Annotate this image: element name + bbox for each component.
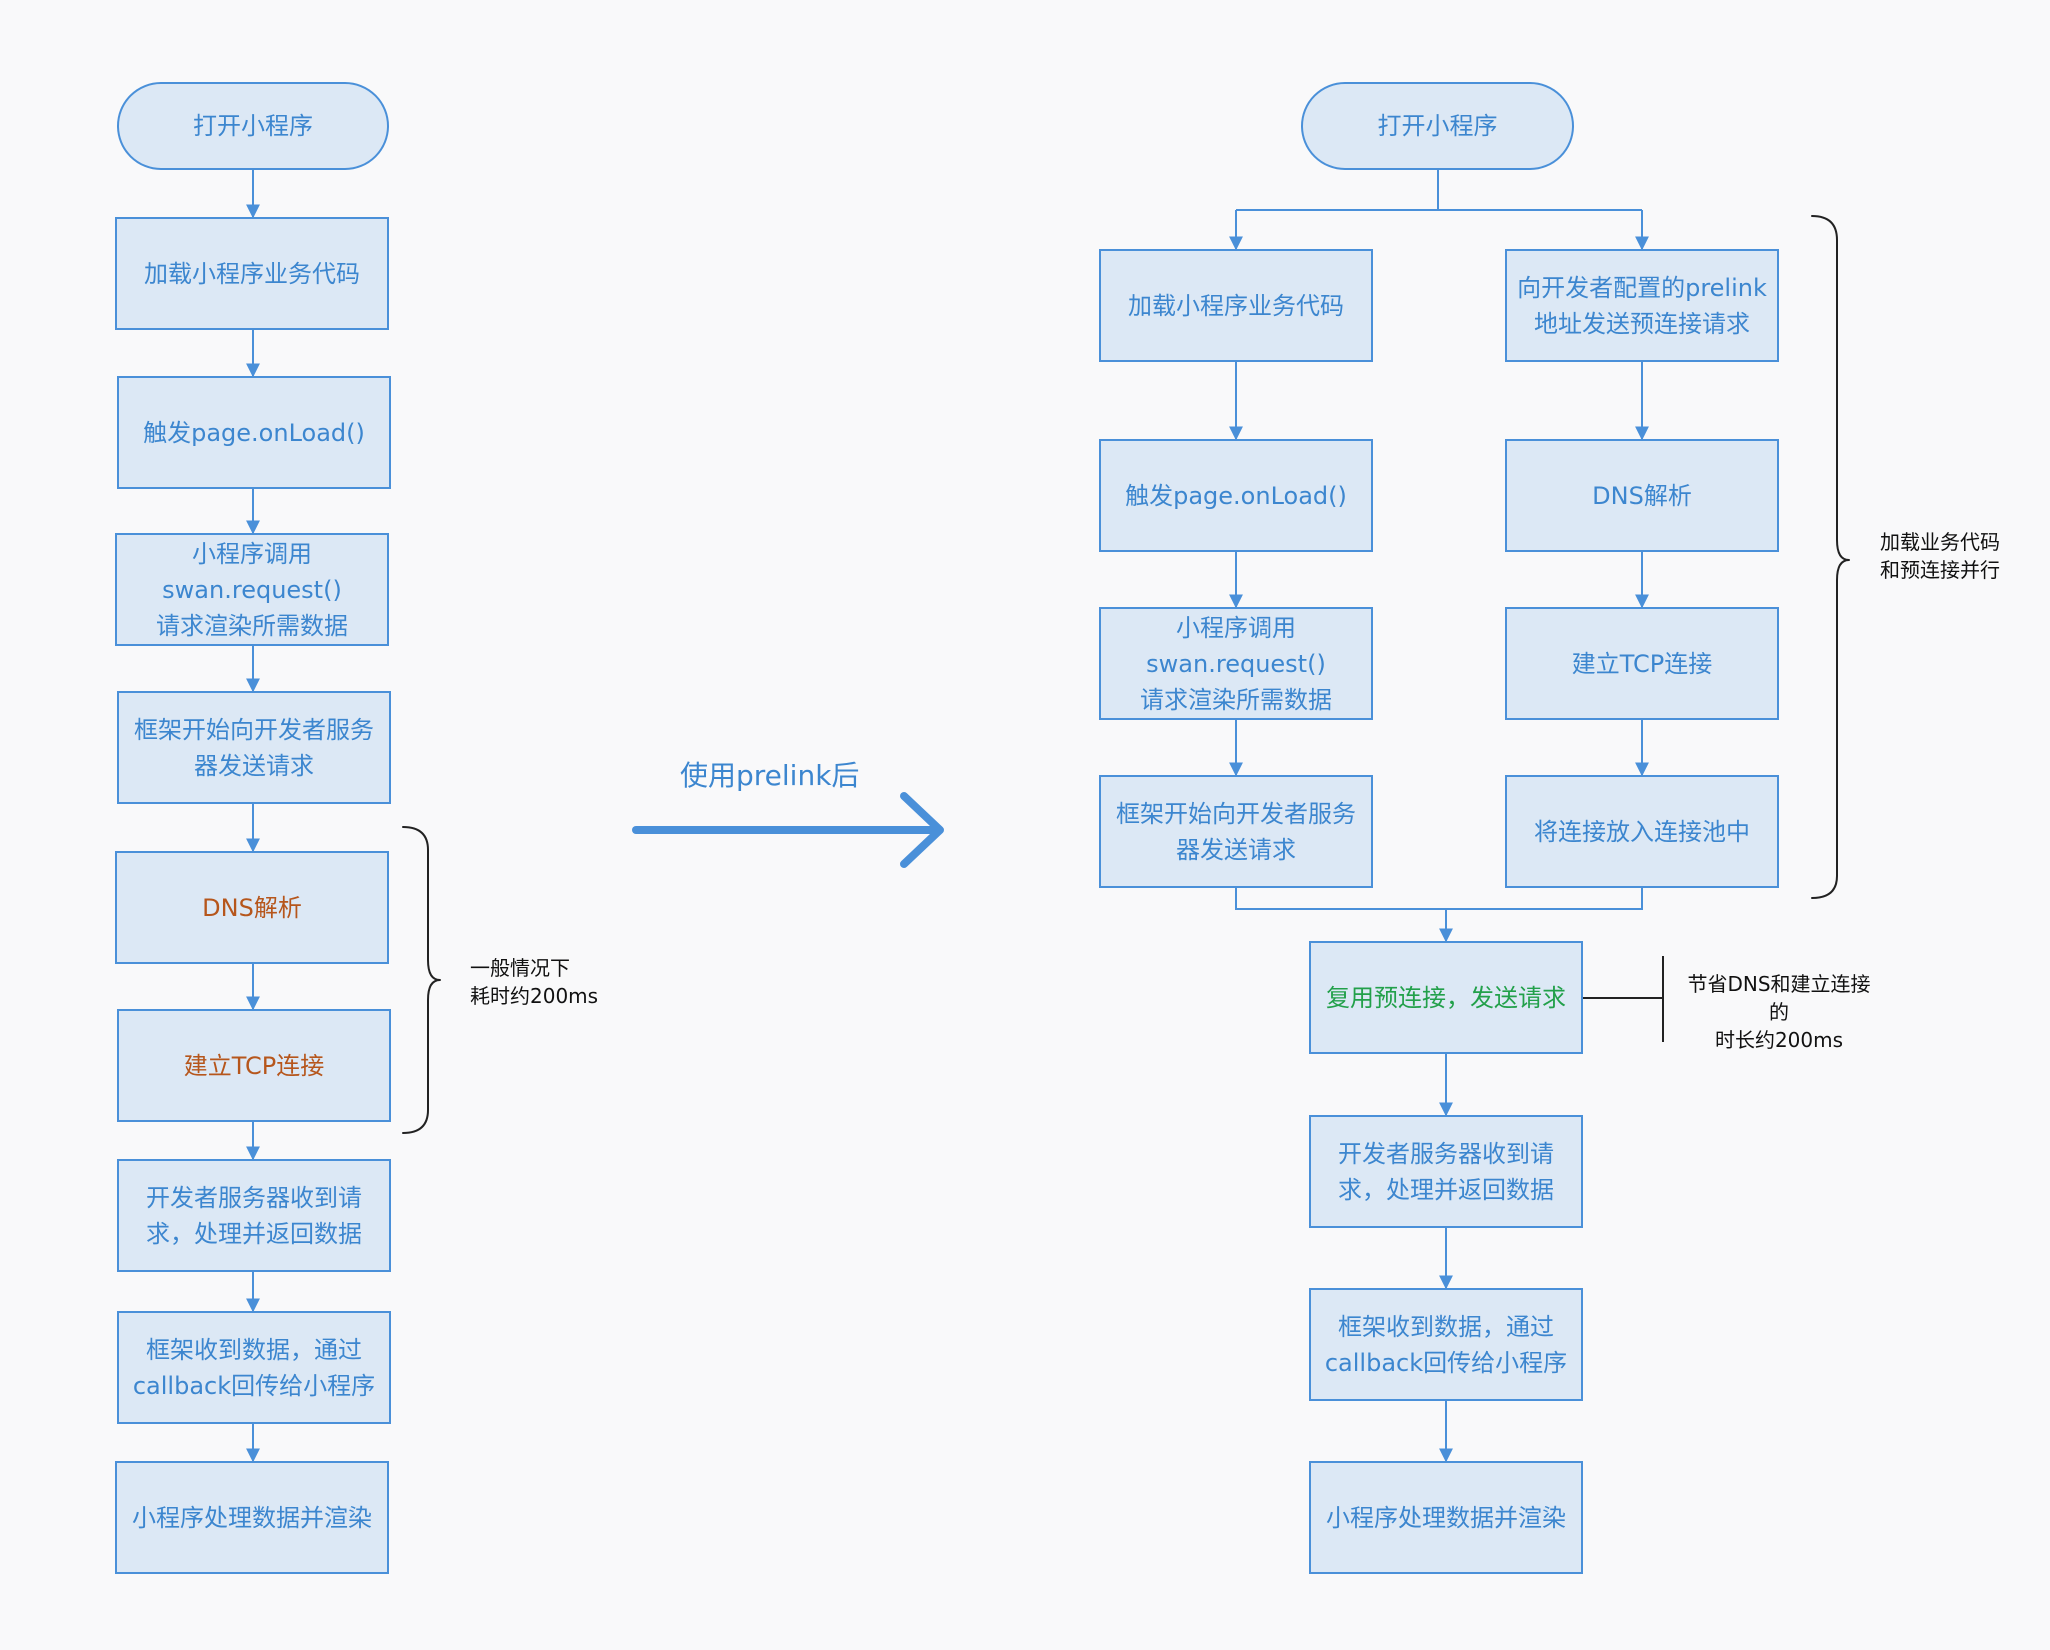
right-merge-bar	[1235, 888, 1643, 910]
right-prelink-request-node: 向开发者配置的prelink 地址发送预连接请求	[1505, 249, 1779, 362]
right-framework-send-node: 框架开始向开发者服务 器发送请求	[1099, 775, 1373, 888]
right-parallel-note: 加载业务代码 和预连接并行	[1880, 530, 2000, 582]
transition-arrow-head	[900, 792, 944, 868]
left-framework-receive-node: 框架收到数据，通过 callback回传给小程序	[117, 1311, 391, 1424]
right-call-request-node: 小程序调用 swan.request() 请求渲染所需数据	[1099, 607, 1373, 720]
left-start-node: 打开小程序	[117, 82, 389, 170]
right-tcp-node: 建立TCP连接	[1505, 607, 1779, 720]
right-parallel-brace	[1811, 215, 1850, 899]
left-load-code-node: 加载小程序业务代码	[115, 217, 389, 330]
left-dns-node: DNS解析	[115, 851, 389, 964]
right-pool-node: 将连接放入连接池中	[1505, 775, 1779, 888]
left-render-node: 小程序处理数据并渲染	[115, 1461, 389, 1574]
right-render-node: 小程序处理数据并渲染	[1309, 1461, 1583, 1574]
left-trigger-onload-node: 触发page.onLoad()	[117, 376, 391, 489]
left-call-request-node: 小程序调用 swan.request() 请求渲染所需数据	[115, 533, 389, 646]
left-framework-send-node: 框架开始向开发者服务 器发送请求	[117, 691, 391, 804]
right-reuse-node: 复用预连接，发送请求	[1309, 941, 1583, 1054]
right-framework-receive-node: 框架收到数据，通过 callback回传给小程序	[1309, 1288, 1583, 1401]
right-start-node: 打开小程序	[1301, 82, 1574, 170]
left-time-brace	[402, 826, 441, 1134]
left-tcp-node: 建立TCP连接	[117, 1009, 391, 1122]
prelink-transition-label: 使用prelink后	[680, 759, 860, 792]
left-brace-note: 一般情况下 耗时约200ms	[470, 956, 599, 1008]
right-load-code-node: 加载小程序业务代码	[1099, 249, 1373, 362]
right-dns-node: DNS解析	[1505, 439, 1779, 552]
right-saved-note: 节省DNS和建立连接的 时长约200ms	[1687, 972, 1871, 1052]
right-server-receive-node: 开发者服务器收到请 求，处理并返回数据	[1309, 1115, 1583, 1228]
right-trigger-onload-node: 触发page.onLoad()	[1099, 439, 1373, 552]
left-server-receive-node: 开发者服务器收到请 求，处理并返回数据	[117, 1159, 391, 1272]
